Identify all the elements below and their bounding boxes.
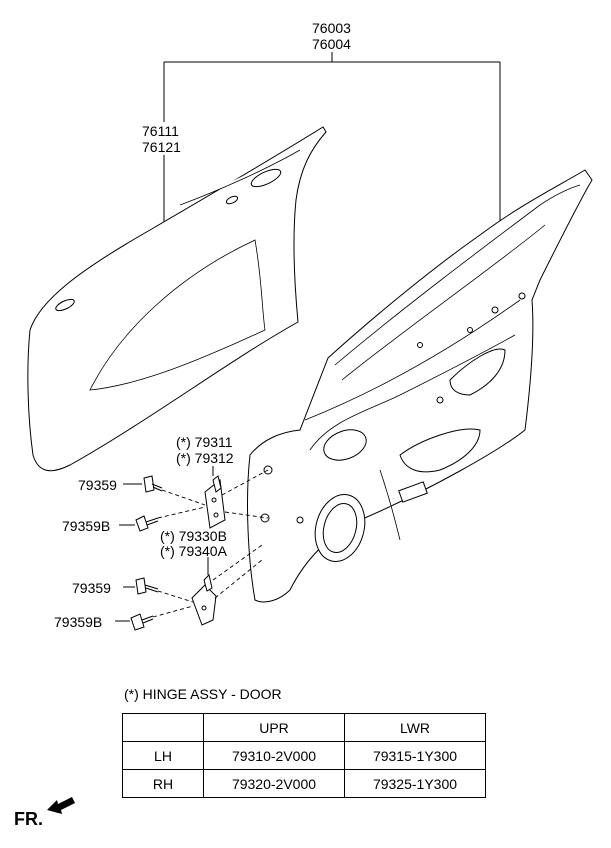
label-assy-upper: 76003: [312, 20, 351, 36]
label-hinge-b-upper: (*) 79330B: [160, 528, 227, 544]
label-bolt-2: 79359B: [62, 518, 110, 534]
table-cell: 79315-1Y300: [344, 741, 486, 770]
hinge-legend: (*) HINGE ASSY - DOOR: [124, 686, 282, 702]
label-hinge-a-upper: (*) 79311: [176, 434, 233, 450]
bolt-icon: [135, 577, 159, 595]
door-inner-panel: [247, 169, 593, 603]
label-panel-lower: 76121: [142, 139, 181, 155]
front-arrow-icon: [47, 797, 75, 814]
table-row: RH 79320-2V000 79325-1Y300: [122, 769, 486, 798]
label-panel-upper: 76111: [142, 123, 179, 139]
table-row: LH 79310-2V000 79315-1Y300: [122, 741, 486, 770]
label-assy-lower: 76004: [312, 36, 351, 52]
label-hinge-b-lower: (*) 79340A: [160, 543, 228, 559]
upper-hinge: [204, 475, 226, 529]
lower-hinge: [191, 574, 217, 626]
front-direction-label: FR.: [14, 809, 43, 829]
label-bolt-4: 79359B: [54, 614, 102, 630]
table-cell: 79310-2V000: [203, 741, 345, 770]
label-bolt-3: 79359: [72, 580, 111, 596]
table-cell: LH: [122, 741, 204, 770]
table-header-row: UPR LWR: [122, 713, 486, 742]
label-bolt-1: 79359: [78, 477, 117, 493]
dashed-alignment-lines: [152, 469, 269, 618]
table-header: [122, 713, 204, 742]
table-cell: 79320-2V000: [203, 769, 345, 798]
label-hinge-a-lower: (*) 79312: [176, 450, 234, 466]
bolt-icon: [135, 515, 159, 532]
hinge-part-table: UPR LWR LH 79310-2V000 79315-1Y300 RH 79…: [122, 713, 486, 798]
door-outer-panel: [27, 126, 327, 472]
bolt-icon: [143, 475, 163, 493]
table-cell: 79325-1Y300: [344, 769, 486, 798]
table-header: UPR: [203, 713, 345, 742]
table-cell: RH: [122, 769, 204, 798]
assy-bracket: [163, 52, 501, 222]
bolt-icon: [130, 613, 154, 631]
table-header: LWR: [344, 713, 486, 742]
leader-lines: [115, 466, 214, 622]
